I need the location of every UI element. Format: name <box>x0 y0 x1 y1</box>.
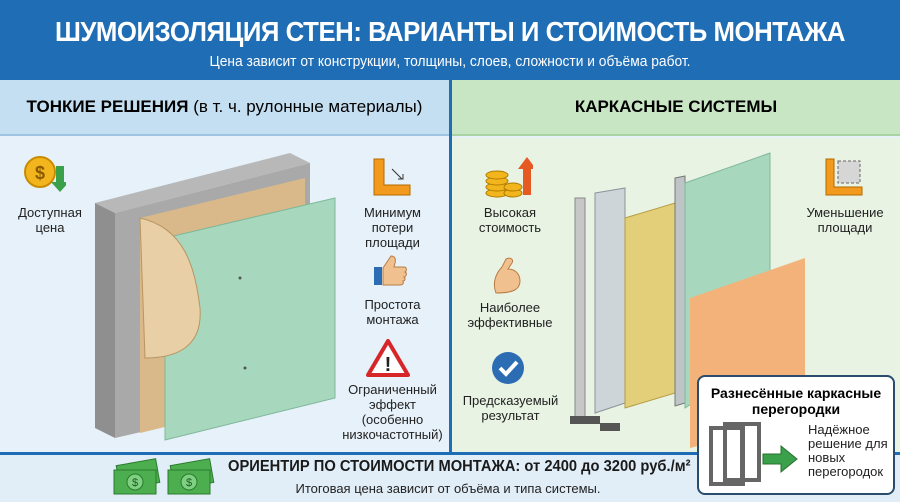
area-reduce-icon <box>825 158 863 196</box>
right-section-header: КАРКАСНЫЕ СИСТЕМЫ <box>452 80 900 136</box>
svg-text:$: $ <box>186 477 192 489</box>
callout-title: Разнесённые каркасные перегородки <box>710 385 882 417</box>
feature-label: Наиболее эффективные <box>467 300 553 330</box>
double-frame-icon <box>709 422 798 486</box>
dollar-down-icon: $ <box>24 156 66 192</box>
section-divider <box>449 80 452 452</box>
feature-label: Ограниченный эффект (особенно низкочасто… <box>342 382 443 442</box>
thumbs-up-icon <box>374 255 407 286</box>
left-section-header: ТОНКИЕ РЕШЕНИЯ (в т. ч. рулонные материа… <box>0 80 449 136</box>
ruler-corner-icon <box>373 158 411 196</box>
feature-label: Минимум потери площади <box>364 205 421 250</box>
coins-up-icon <box>485 157 533 198</box>
callout-box <box>697 375 895 495</box>
muscle-icon <box>493 257 521 294</box>
callout-text: Надёжное решение для новых перегородок <box>808 422 888 479</box>
page-subtitle: Цена зависит от конструкции, толщины, сл… <box>209 53 691 70</box>
cost-estimate: ОРИЕНТИР ПО СТОИМОСТИ МОНТАЖА: от 2400 д… <box>228 458 691 475</box>
thin-wall-illustration <box>95 153 336 441</box>
feature-label: Предсказуемый результат <box>462 393 559 423</box>
cost-note: Итоговая цена зависит от объёма и типа с… <box>295 481 601 496</box>
feature-label: Доступная цена <box>18 205 82 235</box>
warning-icon: ! <box>366 339 410 377</box>
left-title: ТОНКИЕ РЕШЕНИЯ <box>26 97 189 116</box>
feature-label: Уменьшение площади <box>806 205 884 235</box>
left-title-note: (в т. ч. рулонные материалы) <box>193 97 423 116</box>
money-icon: $$ <box>113 458 215 495</box>
check-circle-icon <box>492 352 524 384</box>
feature-label: Высокая стоимость <box>478 205 542 235</box>
svg-text:$: $ <box>132 477 138 489</box>
svg-text:$: $ <box>35 163 45 183</box>
svg-text:!: ! <box>385 354 392 376</box>
feature-label: Простота монтажа <box>364 297 421 327</box>
header: ШУМОИЗОЛЯЦИЯ СТЕН: ВАРИАНТЫ И СТОИМОСТЬ … <box>0 0 900 80</box>
page-title: ШУМОИЗОЛЯЦИЯ СТЕН: ВАРИАНТЫ И СТОИМОСТЬ … <box>54 16 846 47</box>
